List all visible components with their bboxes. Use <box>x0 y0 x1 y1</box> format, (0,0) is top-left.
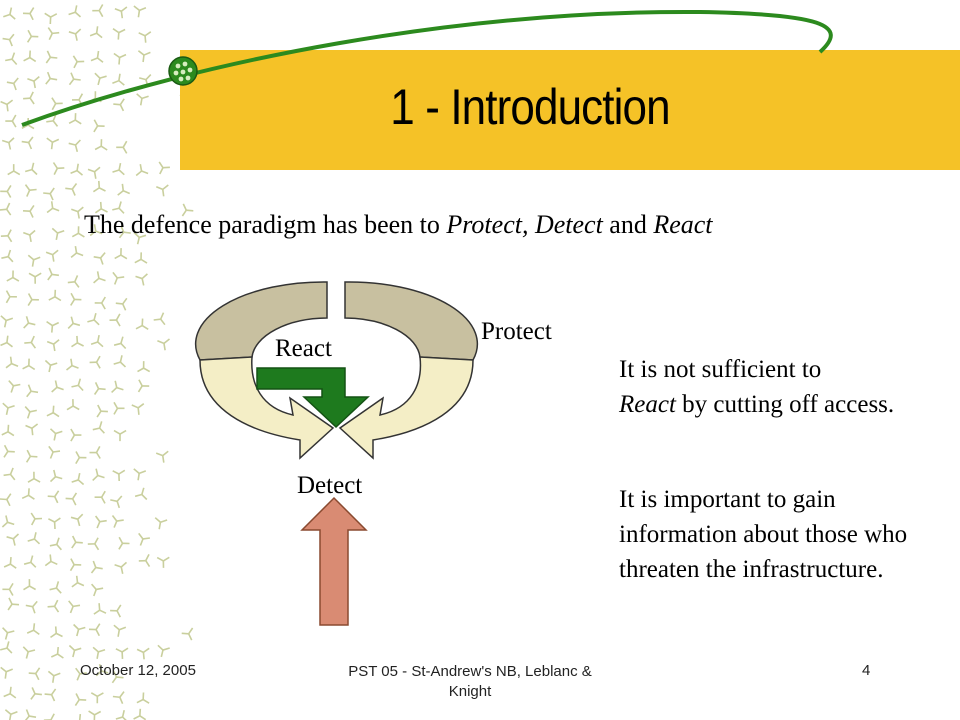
p1-rest: by cutting off access. <box>675 391 895 418</box>
slide-title: 1 - Introduction <box>390 79 670 135</box>
react-label: React <box>275 335 332 362</box>
ring-arrow-right <box>338 356 474 460</box>
ring-top-right <box>344 281 479 361</box>
intro-sentence: The defence paradigm has been to Protect… <box>84 210 713 240</box>
molecule-pattern <box>0 4 194 720</box>
paragraph-sufficiency: It is not sufficient to React by cutting … <box>619 352 919 422</box>
swoosh-line <box>21 9 833 127</box>
intro-protect: Protect, <box>446 210 529 239</box>
paragraph-information: It is important to gain information abou… <box>619 486 908 583</box>
ring-arrow-left <box>199 356 335 460</box>
protect-label: Protect <box>481 318 552 345</box>
footer-date: October 12, 2005 <box>80 662 196 679</box>
footer-page-number: 4 <box>862 662 871 679</box>
react-arrow-icon <box>256 367 370 429</box>
intro-prefix: The defence paradigm has been to <box>84 210 447 239</box>
cycle-diagram <box>194 281 479 626</box>
footer-center: PST 05 - St-Andrew's NB, Leblanc & Knigh… <box>348 663 592 700</box>
intro-react: React <box>653 210 713 239</box>
p1-react: React <box>619 391 676 418</box>
ring-top-left <box>194 281 328 361</box>
intro-and: and <box>602 210 654 239</box>
intro-detect: Detect <box>534 210 603 239</box>
title-band <box>180 50 960 170</box>
p1-line1: It is not sufficient to <box>619 356 822 383</box>
detect-arrow-icon <box>300 496 368 626</box>
logo-ball-icon <box>168 56 198 86</box>
detect-label: Detect <box>297 472 363 499</box>
